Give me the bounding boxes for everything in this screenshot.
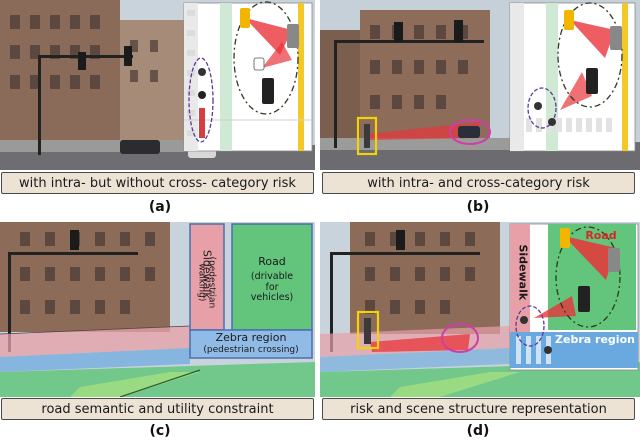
sidewalk-sublabel: (pedestrian walking): [196, 236, 217, 328]
d-sidewalk-label: Sidewalk: [516, 242, 529, 302]
road-sublabel-text: (drivable for vehicles): [250, 270, 294, 304]
panel-d-caption: risk and scene structure representation: [322, 398, 635, 420]
panel-b-caption: with intra- and cross-category risk: [322, 172, 635, 194]
d-zebra-label-text: Zebra region: [555, 333, 635, 346]
panel-a-caption: with intra- but without cross- category …: [1, 172, 314, 194]
zebra-label: Zebra region (pedestrian crossing): [190, 331, 312, 355]
panel-c-caption: road semantic and utility constraint: [1, 398, 314, 420]
panel-c-letter: (c): [149, 423, 171, 439]
d-zebra-label: Zebra region: [552, 333, 638, 347]
panel-b-letter: (b): [466, 199, 490, 215]
road-label-text: Road: [258, 255, 286, 268]
panel-b: [320, 0, 640, 170]
d-road-label: Road: [576, 229, 626, 243]
zebra-label-text: Zebra region: [215, 331, 287, 344]
sidewalk-sublabel-text: (pedestrian walking): [196, 256, 217, 309]
panel-a-letter: (a): [148, 199, 172, 215]
zebra-sublabel-text: (pedestrian crossing): [203, 344, 299, 355]
panel-d-letter: (d): [466, 423, 490, 439]
panel-a: [0, 0, 315, 170]
d-sidewalk-label-text: Sidewalk: [516, 244, 530, 301]
road-label: Road (drivable for vehicles): [234, 255, 310, 304]
panel-c: Sidewalk (pedestrian walking) Road (driv…: [0, 222, 315, 397]
d-road-label-text: Road: [585, 229, 617, 242]
panel-d: Sidewalk Road Zebra region: [320, 222, 640, 397]
